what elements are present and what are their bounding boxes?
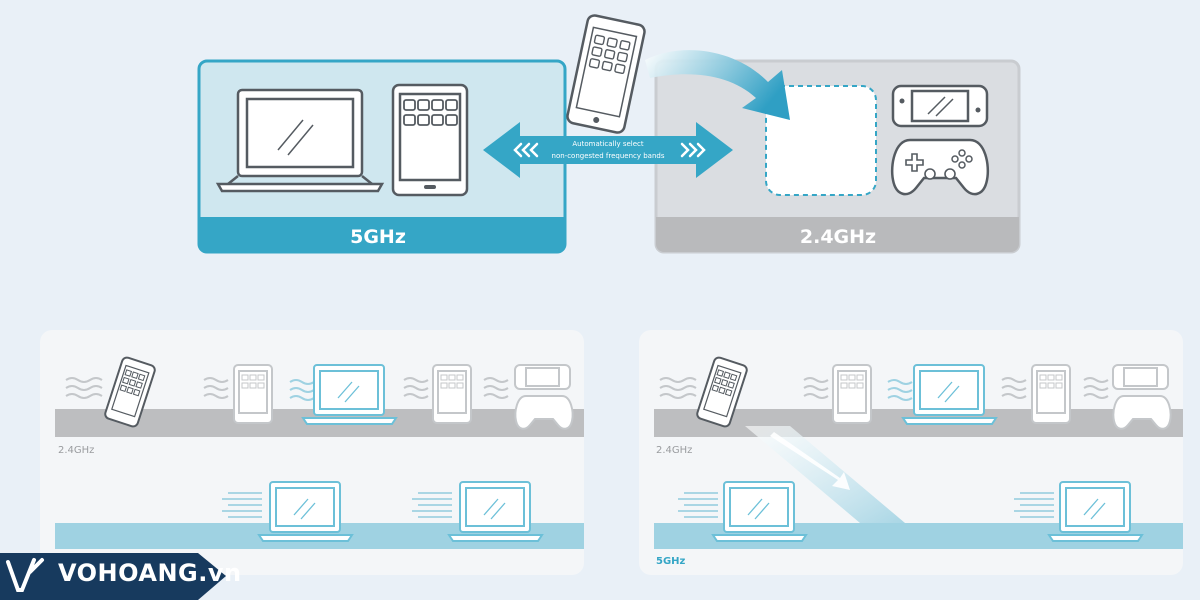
band-24ghz-label: 2.4GHz	[800, 226, 876, 248]
bottom-left-24ghz-label: 2.4GHz	[58, 445, 94, 456]
handheld-console-icon	[1112, 364, 1169, 390]
bottom-right-24ghz-label: 2.4GHz	[656, 445, 692, 456]
shift-arrow-icon	[770, 432, 850, 490]
tablet-icon	[233, 364, 273, 424]
band-shift-lane	[745, 426, 905, 523]
tablet-icon	[832, 364, 872, 424]
logo-mark-icon	[6, 558, 44, 592]
tablet-icon	[391, 83, 469, 197]
handheld-console-icon	[514, 364, 571, 390]
curved-arrow-icon	[645, 50, 790, 120]
laptop-icon	[257, 481, 354, 542]
gamepad-icon	[1112, 395, 1172, 430]
gamepad-icon	[514, 395, 574, 430]
tablet-icon	[1031, 364, 1071, 424]
laptop-icon	[1047, 481, 1144, 542]
signal-waves-blue-icon	[289, 379, 315, 401]
laptop-icon	[301, 364, 398, 425]
smartphone-icon	[696, 356, 748, 428]
arrow-caption-line1: Automatically select	[572, 140, 643, 148]
bottom-right-5ghz-label: 5GHz	[656, 556, 686, 567]
laptop-icon	[447, 481, 544, 542]
laptop-icon	[901, 364, 998, 425]
laptop-icon	[711, 481, 808, 542]
empty-slot	[765, 85, 877, 196]
handheld-console-icon	[891, 84, 989, 128]
logo-text: VOHOANG.vn	[58, 559, 242, 587]
laptop-icon	[215, 88, 385, 193]
tablet-icon	[432, 364, 472, 424]
speed-lines-icon	[678, 492, 1054, 518]
band-5ghz-label: 5GHz	[350, 226, 406, 248]
double-arrow-icon: Automatically select non-congested frequ…	[483, 122, 733, 178]
speed-lines-icon	[222, 492, 452, 518]
arrow-caption-line2: non-congested frequency bands	[552, 152, 665, 160]
vohoang-logo	[0, 553, 226, 600]
signal-waves-icon	[65, 377, 509, 399]
signal-waves-blue-icon	[887, 379, 913, 401]
signal-waves-icon	[659, 377, 1109, 399]
gamepad-icon	[891, 138, 989, 196]
smartphone-icon	[566, 14, 646, 134]
smartphone-icon	[104, 356, 156, 428]
